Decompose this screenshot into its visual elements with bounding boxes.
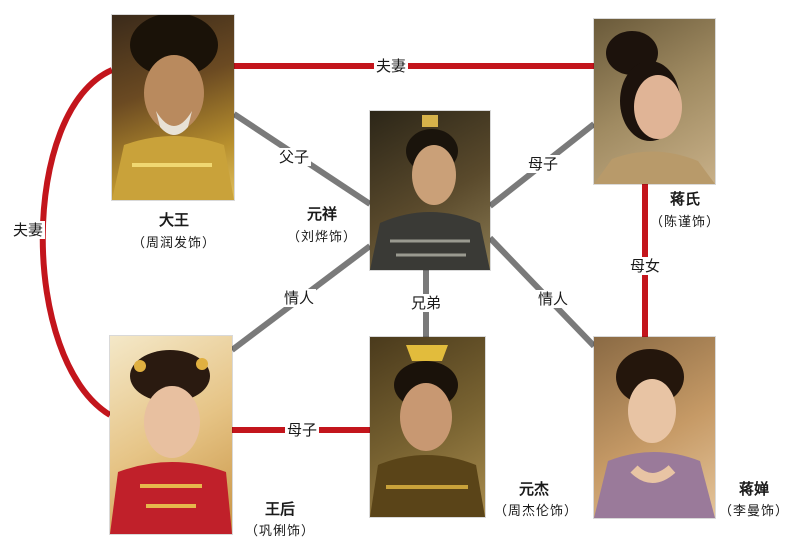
label-king-jiang: 夫妻 xyxy=(373,57,409,75)
label-king-yuanxiang: 父子 xyxy=(276,148,312,166)
actor-yuanjie: （周杰伦饰） xyxy=(493,504,579,519)
name-queen: 王后 xyxy=(264,500,296,518)
jiangchan-photo-icon xyxy=(594,349,715,518)
yuanjie-photo-icon xyxy=(370,345,485,517)
label-yuanxiang-jiangchan: 情人 xyxy=(535,290,571,308)
name-yuanjie: 元杰 xyxy=(518,480,550,498)
actor-queen: （巩俐饰） xyxy=(244,524,316,539)
king-photo-icon xyxy=(112,15,234,200)
portrait-jiangchan xyxy=(594,337,715,518)
label-yuanxiang-queen: 情人 xyxy=(281,289,317,307)
portrait-yuanxiang xyxy=(370,111,490,270)
portrait-queen xyxy=(110,336,232,534)
portrait-king xyxy=(112,15,234,200)
jiang-photo-icon xyxy=(594,31,715,184)
label-jiang-yuanxiang: 母子 xyxy=(525,155,561,173)
actor-king: （周润发饰） xyxy=(131,236,217,251)
actor-jiangchan: （李曼饰） xyxy=(718,504,790,519)
name-jiangchan: 蒋婵 xyxy=(738,480,770,498)
name-king: 大王 xyxy=(158,211,190,229)
label-queen-yuanjie: 母子 xyxy=(284,421,320,439)
name-jiang: 蒋氏 xyxy=(669,190,701,208)
name-yuanxiang: 元祥 xyxy=(306,205,338,223)
portrait-yuanjie xyxy=(370,337,485,517)
actor-jiang: （陈谨饰） xyxy=(649,215,721,230)
portrait-jiang xyxy=(594,19,715,184)
queen-photo-icon xyxy=(110,350,232,534)
label-jiang-jiangchan: 母女 xyxy=(627,257,663,275)
label-yuanxiang-yuanjie: 兄弟 xyxy=(408,294,444,312)
actor-yuanxiang: （刘烨饰） xyxy=(286,230,358,245)
label-king-queen: 夫妻 xyxy=(10,221,46,239)
yuanxiang-photo-icon xyxy=(370,115,490,270)
line-king-queen xyxy=(39,67,114,418)
